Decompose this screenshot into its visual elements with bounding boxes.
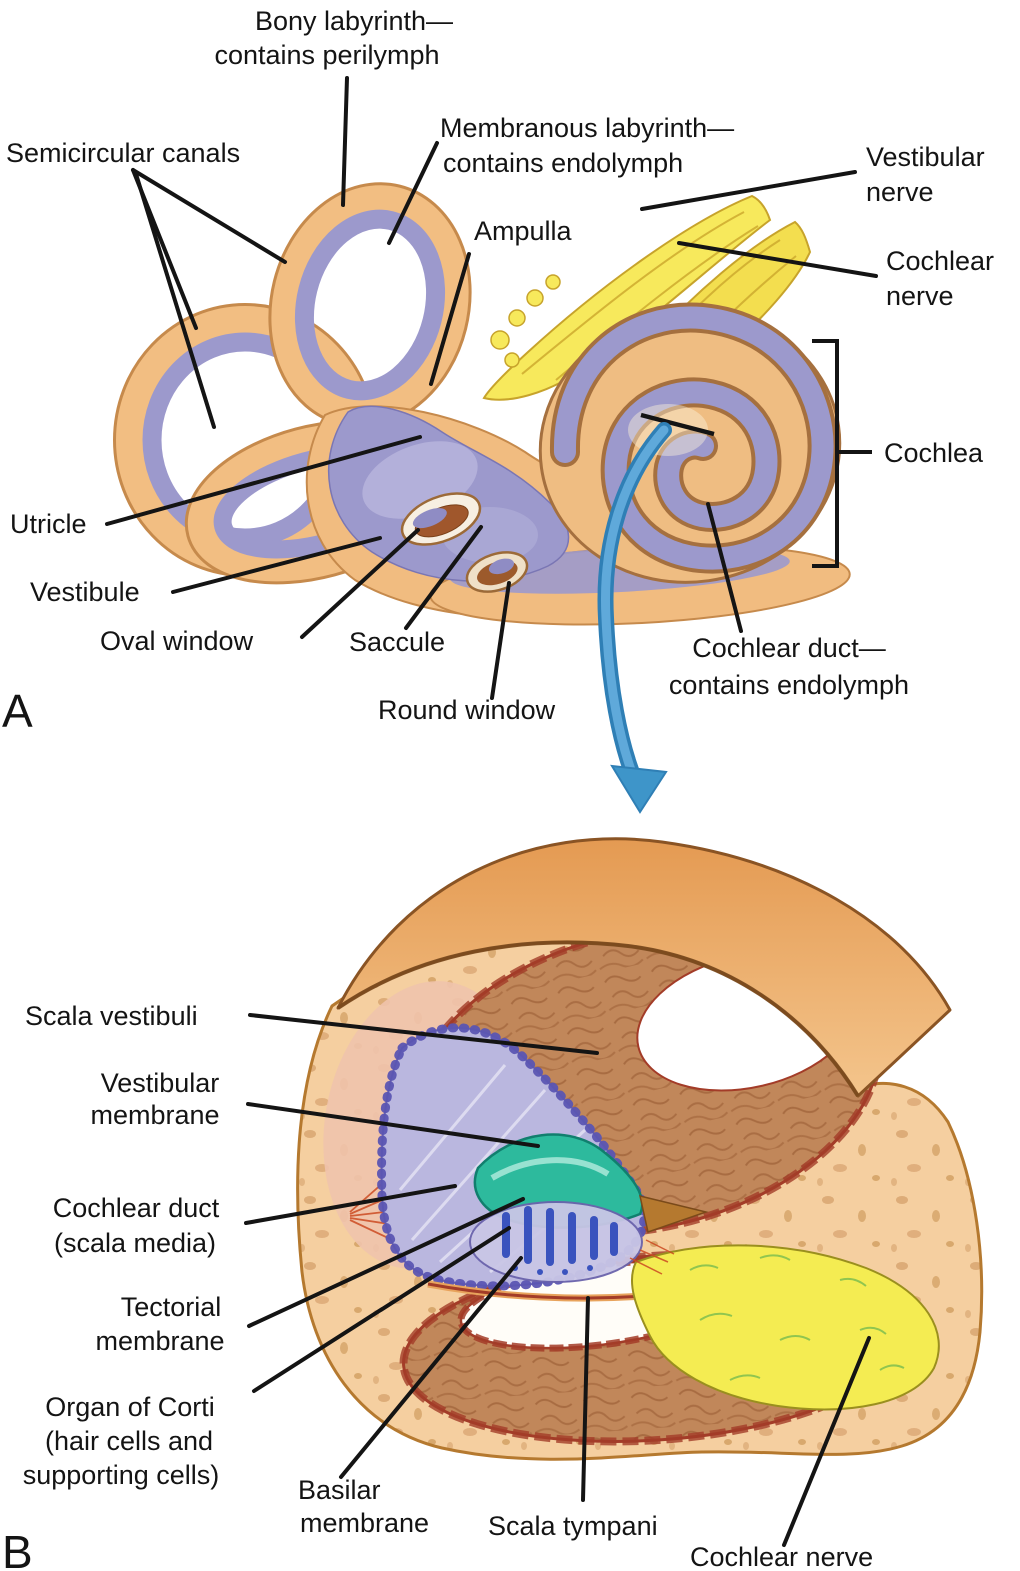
leader-vestibule xyxy=(171,536,382,594)
leader-saccule xyxy=(404,525,483,630)
label-cochlear-nerve-a-1: Cochlear xyxy=(886,246,994,276)
label-organ-of-corti-1: Organ of Corti xyxy=(45,1392,215,1422)
label-utricle: Utricle xyxy=(10,509,87,539)
label-saccule: Saccule xyxy=(349,627,445,657)
label-basilar-membrane-1: Basilar xyxy=(298,1475,381,1505)
leader-vestibular-membrane xyxy=(246,1102,540,1148)
cochlear-nerve-b xyxy=(629,1239,940,1411)
oval-window xyxy=(400,492,482,546)
label-basilar-membrane-2: membrane xyxy=(300,1508,429,1538)
leader-oval-window xyxy=(300,528,420,639)
leader-cochlear-nerve-a xyxy=(677,241,878,278)
label-membranous-1: Membranous labyrinth— xyxy=(440,113,734,143)
leader-bony-labyrinth xyxy=(341,76,349,207)
leader-basilar-membrane xyxy=(339,1256,523,1479)
label-organ-of-corti-2: (hair cells and xyxy=(45,1426,213,1456)
panel-a-labels: Bony labyrinth— contains perilymph Semic… xyxy=(2,6,994,737)
section-line xyxy=(640,412,715,437)
cochlea-bracket xyxy=(812,339,872,568)
tectorial-membrane xyxy=(473,1133,644,1229)
leader-scala-tympani xyxy=(581,1296,590,1502)
leader-cochlear-nerve-b xyxy=(782,1336,871,1547)
panel-b-illustration xyxy=(296,837,984,1461)
leader-lines xyxy=(105,76,878,1547)
panel-b-labels: Scala vestibuli Vestibular membrane Coch… xyxy=(2,1001,873,1571)
label-organ-of-corti-3: supporting cells) xyxy=(23,1460,220,1490)
label-tectorial-membrane-1: Tectorial xyxy=(121,1292,222,1322)
leader-semicircular-1 xyxy=(131,168,287,264)
label-cochlear-duct-a-2: contains endolymph xyxy=(669,670,909,700)
label-cochlear-duct-a-1: Cochlear duct— xyxy=(692,633,886,663)
panel-a-illustration xyxy=(113,182,872,814)
semicircular-canal-anterior xyxy=(268,182,472,428)
leader-semicircular-3 xyxy=(134,172,216,429)
label-semicircular-canals: Semicircular canals xyxy=(6,138,240,168)
label-scala-tympani: Scala tympani xyxy=(488,1511,658,1541)
label-round-window: Round window xyxy=(378,695,556,725)
label-ampulla: Ampulla xyxy=(474,216,573,246)
leader-round-window xyxy=(490,581,511,700)
leader-scala-vestibuli xyxy=(248,1013,599,1055)
leader-vestibular-nerve xyxy=(640,170,857,211)
label-membranous-2: contains endolymph xyxy=(443,148,683,178)
leader-cochlear-duct-a xyxy=(706,502,743,633)
cochlea-spiral xyxy=(538,302,842,584)
label-cochlea: Cochlea xyxy=(884,438,984,468)
spiral-limbus-wedge xyxy=(639,1194,709,1233)
label-cochlear-duct-b-2: (scala media) xyxy=(54,1228,216,1258)
label-vestibule: Vestibule xyxy=(30,577,140,607)
label-tectorial-membrane-2: membrane xyxy=(95,1326,224,1356)
label-vestibular-nerve-2: nerve xyxy=(866,177,934,207)
label-vestibular-membrane-1: Vestibular xyxy=(101,1068,220,1098)
label-oval-window: Oval window xyxy=(100,626,254,656)
label-vestibular-nerve-1: Vestibular xyxy=(866,142,985,172)
label-bony-labyrinth-1: Bony labyrinth— xyxy=(255,6,453,36)
label-bony-labyrinth-2: contains perilymph xyxy=(214,40,439,70)
label-scala-vestibuli: Scala vestibuli xyxy=(25,1001,198,1031)
leader-organ-of-corti xyxy=(252,1226,511,1393)
section-arrow xyxy=(597,422,672,814)
leader-tectorial-membrane xyxy=(247,1197,525,1328)
bone-cap xyxy=(336,837,952,1098)
leader-ampulla xyxy=(429,252,471,386)
label-cochlear-duct-b-1: Cochlear duct xyxy=(53,1193,220,1223)
organ-of-corti xyxy=(469,1201,643,1283)
leader-cochlear-duct-b xyxy=(244,1184,457,1225)
leader-utricle xyxy=(105,435,422,526)
panel-letter-a: A xyxy=(2,685,33,737)
label-cochlear-nerve-b: Cochlear nerve xyxy=(690,1542,873,1571)
leader-membranous xyxy=(387,141,439,245)
label-cochlear-nerve-a-2: nerve xyxy=(886,281,954,311)
round-window xyxy=(465,551,529,593)
label-vestibular-membrane-2: membrane xyxy=(90,1100,219,1130)
panel-letter-b: B xyxy=(2,1526,33,1571)
